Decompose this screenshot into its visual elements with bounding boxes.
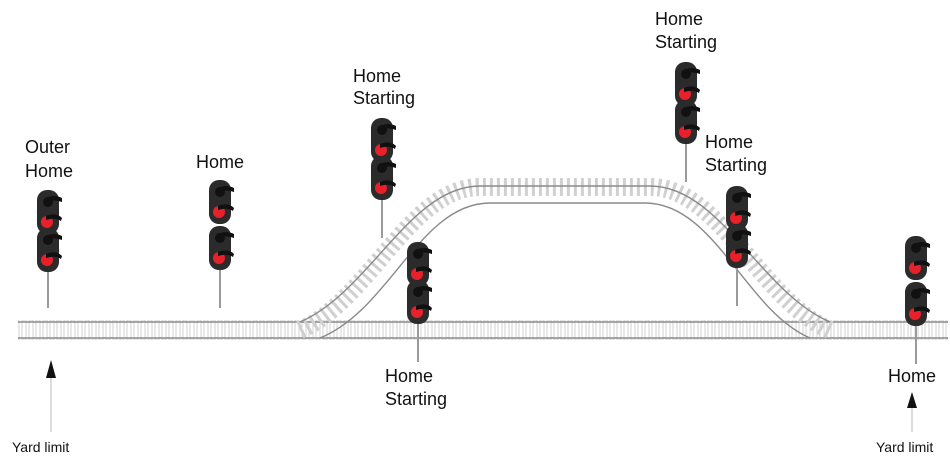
- home-left-label: Home: [196, 152, 244, 172]
- home-starting-signal-top-right: [675, 62, 700, 182]
- home-starting-right-label-line1: Home: [705, 132, 753, 152]
- yard-limit-right-label: Yard limit: [876, 439, 933, 455]
- home-starting-signal-lower: [407, 242, 432, 362]
- outer-home-label-line1: Outer: [25, 137, 70, 157]
- outer-home-signal: [37, 190, 62, 308]
- home-starting-lower-label-line1: Home: [385, 366, 433, 386]
- home-starting-signal-right: [726, 186, 751, 306]
- home-starting-top-right-label-line2: Starting: [655, 32, 717, 52]
- outer-home-label-line2: Home: [25, 161, 73, 181]
- yard-limit-left-label: Yard limit: [12, 439, 69, 455]
- home-starting-top-right-label-line1: Home: [655, 9, 703, 29]
- home-starting-lower-label-line2: Starting: [385, 389, 447, 409]
- yard-limit-arrow-left: [46, 360, 56, 432]
- home-signal-left: [209, 180, 234, 308]
- home-signal-right: [905, 236, 930, 364]
- main-line: [18, 320, 948, 340]
- home-starting-upper-label-line1: Home: [353, 66, 401, 86]
- home-right-label: Home: [888, 366, 936, 386]
- home-starting-right-label-line2: Starting: [705, 155, 767, 175]
- loop-line: [296, 178, 834, 339]
- home-starting-upper-label-line2: Starting: [353, 88, 415, 108]
- home-starting-signal-upper: [371, 118, 396, 238]
- yard-limit-arrow-right: [907, 392, 917, 432]
